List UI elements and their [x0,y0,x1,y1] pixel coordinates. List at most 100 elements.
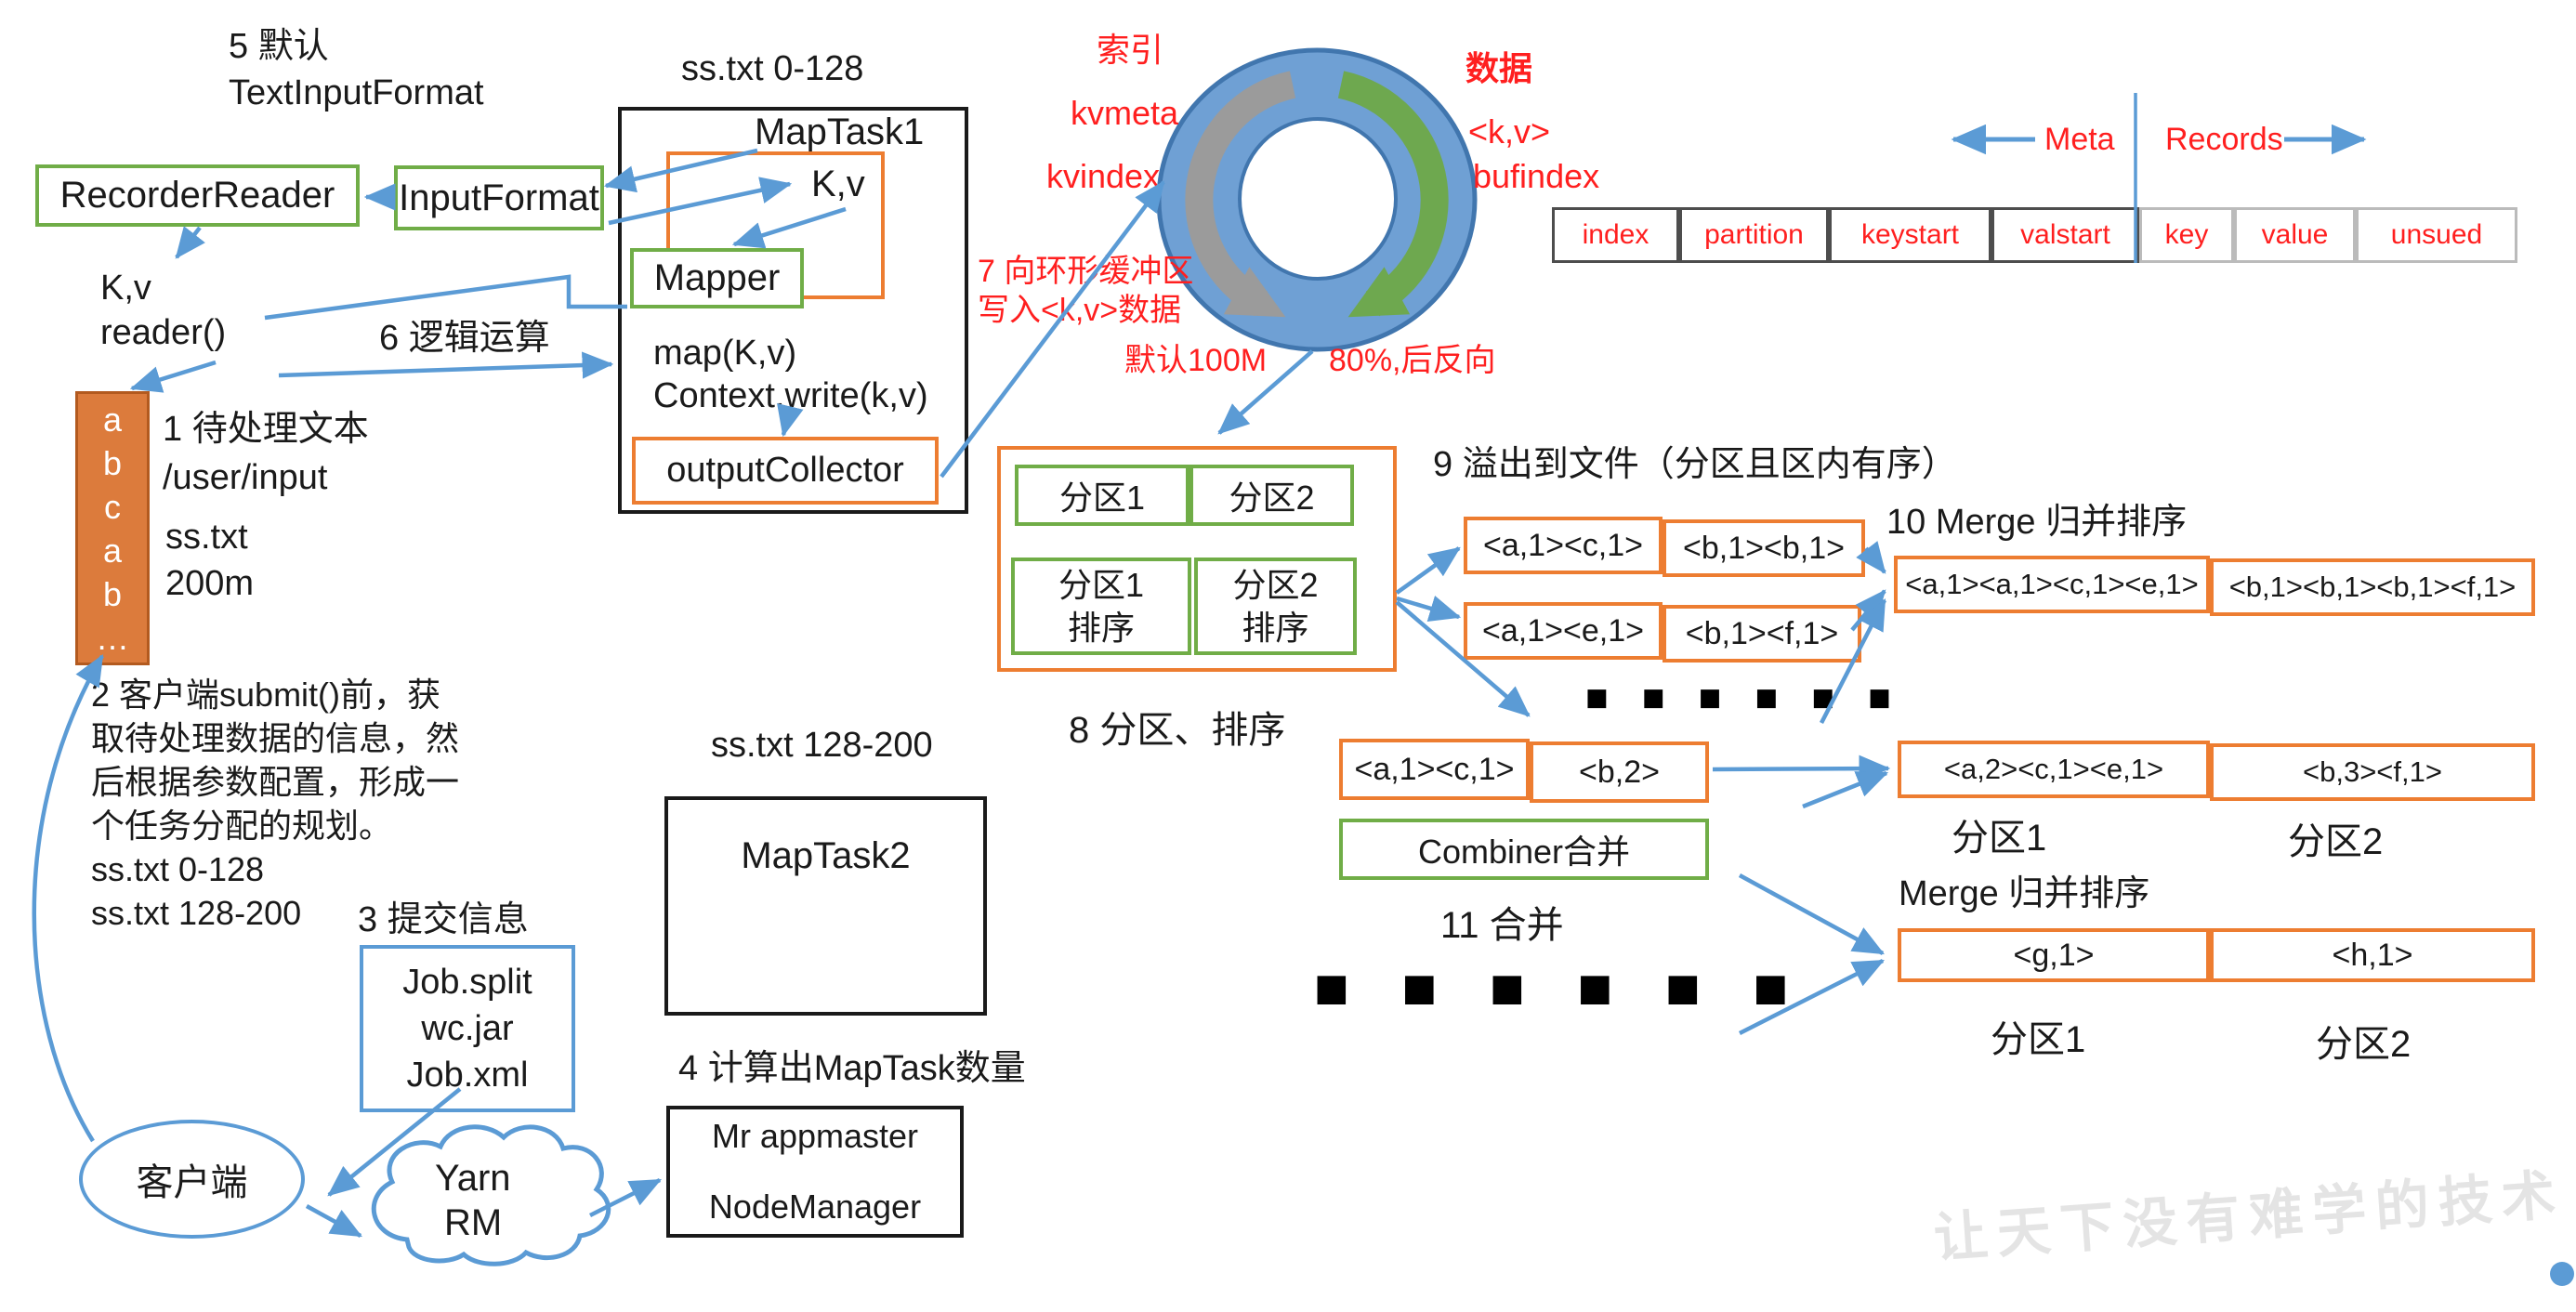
yarn-label: Yarn [435,1158,511,1199]
ring-index-title: 索引 [1097,31,1164,69]
step11-label: 11 合并 [1440,905,1564,946]
result-partition1-caption: 分区1 [1952,818,2047,859]
step3-label: 3 提交信息 [358,900,529,939]
table-cell-partition: partition [1679,207,1829,263]
step7-label-line2: 写入<k,v>数据 [978,293,1182,328]
corner-dot [2550,1262,2574,1286]
ring-data-title: 数据 [1465,49,1533,87]
mapper-box: Mapper [630,248,804,308]
index-direction-arrow [1185,71,1296,318]
combiner-box: Combiner合并 [1339,819,1709,880]
partition2-sort-line1: 分区2 [1232,565,1319,604]
step2-paragraph: 2 客户端submit()前，获 取待处理数据的信息，然 后根据参数配置，形成一… [91,673,459,935]
ring-buffer-icon [1156,47,1478,352]
maptask2-box: MapTask2 [664,796,987,1016]
output-collector-box: outputCollector [632,437,939,505]
job-file: Job.split [402,963,532,1002]
step2-line: ss.txt 0-128 [91,850,265,888]
result-partition2-caption: 分区2 [2288,821,2384,862]
step1-label: 1 待处理文本 [163,410,369,449]
partition2-box: 分区2 [1189,465,1354,526]
recorder-reader-box: RecorderReader [35,164,360,227]
input-letter: … [96,618,129,657]
client-ellipse: 客户端 [79,1120,305,1239]
maptask1-title: MapTask1 [755,112,925,152]
combine-ellipsis-dots: ■ ■ ■ ■ ■ ■ [1314,966,1809,1009]
step5-label-line1: 5 默认 [229,27,329,66]
partition1-sort-box: 分区1 排序 [1011,558,1191,655]
step2-line: ss.txt 128-200 [91,894,302,932]
ring-default-size-label: 默认100M [1124,343,1268,378]
input-letter: a [102,531,123,570]
data-direction-arrow [1337,71,1449,318]
table-cell-valstart: valstart [1991,207,2139,263]
records-label: Records [2165,122,2283,157]
mr-appmaster-label: Mr appmaster [711,1117,919,1155]
maptask2-caption: ss.txt 128-200 [711,726,933,765]
step4-label: 4 计算出MapTask数量 [678,1049,1026,1088]
partition-sort-container [997,446,1397,672]
combine-p2-box: <b,2> [1530,741,1709,803]
table-cell-unsued: unsued [2356,207,2517,263]
map-function-label: map(K,v) [653,334,797,373]
step10-label: 10 Merge 归并排序 [1886,503,2188,542]
context-write-label: Context.write(k,v) [653,376,928,415]
step2-line: 取待处理数据的信息，然 [91,719,460,757]
job-file: wc.jar [421,1009,514,1048]
ring-kvmeta-label: kvmeta [1071,94,1179,132]
table-cell-index: index [1552,207,1679,263]
merge-p2-box: <b,1><b,1><b,1><f,1> [2210,558,2535,616]
merge2-p1-box: <g,1> [1898,928,2210,982]
job-files-box: Job.split wc.jar Job.xml [360,945,575,1112]
input-format-box: InputFormat [394,165,604,230]
meta-label: Meta [2044,122,2115,157]
ring-kv-label: <k,v> [1468,112,1551,151]
partition1-box: 分区1 [1015,465,1189,526]
reader-label: reader() [100,313,227,352]
result-p2-box: <b,3><f,1> [2210,743,2535,801]
table-cell-keystart: keystart [1829,207,1991,263]
input-letter: c [104,487,121,526]
result-p1-box: <a,2><c,1><e,1> [1898,741,2210,798]
job-file: Job.xml [406,1056,529,1095]
spill2-p2-box: <b,1><f,1> [1663,605,1861,663]
partition2-sort-line2: 排序 [1242,608,1309,647]
step9-label: 9 溢出到文件（分区且区内有序） [1433,445,1957,484]
step7-label-line1: 7 向环形缓冲区 [978,254,1194,289]
step2-line: 后根据参数配置，形成一 [91,763,460,801]
ring-kvindex-label: kvindex [1046,157,1161,195]
spill1-p2-box: <b,1><b,1> [1663,519,1865,577]
yarn-rm-label: RM [444,1202,503,1243]
input-path-label: /user/input [163,458,328,497]
maptask1-kv-label: K,v [811,164,865,204]
spill-ellipsis-dots: ■ ■ ■ ■ ■ ■ [1585,684,1904,712]
partition1-sort-line2: 排序 [1067,608,1135,647]
merge2-partition1-caption: 分区1 [1991,1019,2086,1060]
step2-line: 2 客户端submit()前，获 [91,676,441,714]
input-file-block: a b c a b … [75,391,150,665]
spill1-p1-box: <a,1><c,1> [1464,517,1663,574]
input-letter: b [102,443,123,482]
merge2-p2-box: <h,1> [2210,928,2535,982]
step2-line: 个任务分配的规划。 [91,807,393,845]
step5-label-line2: TextInputFormat [229,73,484,112]
table-cell-value: value [2234,207,2356,263]
merge2-partition2-caption: 分区2 [2316,1024,2412,1065]
input-size-label: 200m [165,564,255,603]
kv-label: K,v [100,269,151,308]
appmaster-box: Mr appmaster NodeManager [666,1106,964,1238]
input-file-label: ss.txt [165,518,248,557]
maptask1-caption: ss.txt 0-128 [681,49,864,88]
merge-p1-box: <a,1><a,1><c,1><e,1> [1894,556,2210,613]
partition1-sort-line1: 分区1 [1058,565,1145,604]
input-letter: b [102,574,123,613]
ring-reverse-label: 80%,后反向 [1329,343,1496,378]
merge2-title: Merge 归并排序 [1899,874,2150,913]
input-letter: a [102,400,123,439]
ring-bufindex-label: bufindex [1473,157,1600,195]
partition2-sort-box: 分区2 排序 [1194,558,1357,655]
step8-label: 8 分区、排序 [1069,710,1286,751]
spill2-p1-box: <a,1><e,1> [1464,602,1663,660]
node-manager-label: NodeManager [708,1187,922,1226]
